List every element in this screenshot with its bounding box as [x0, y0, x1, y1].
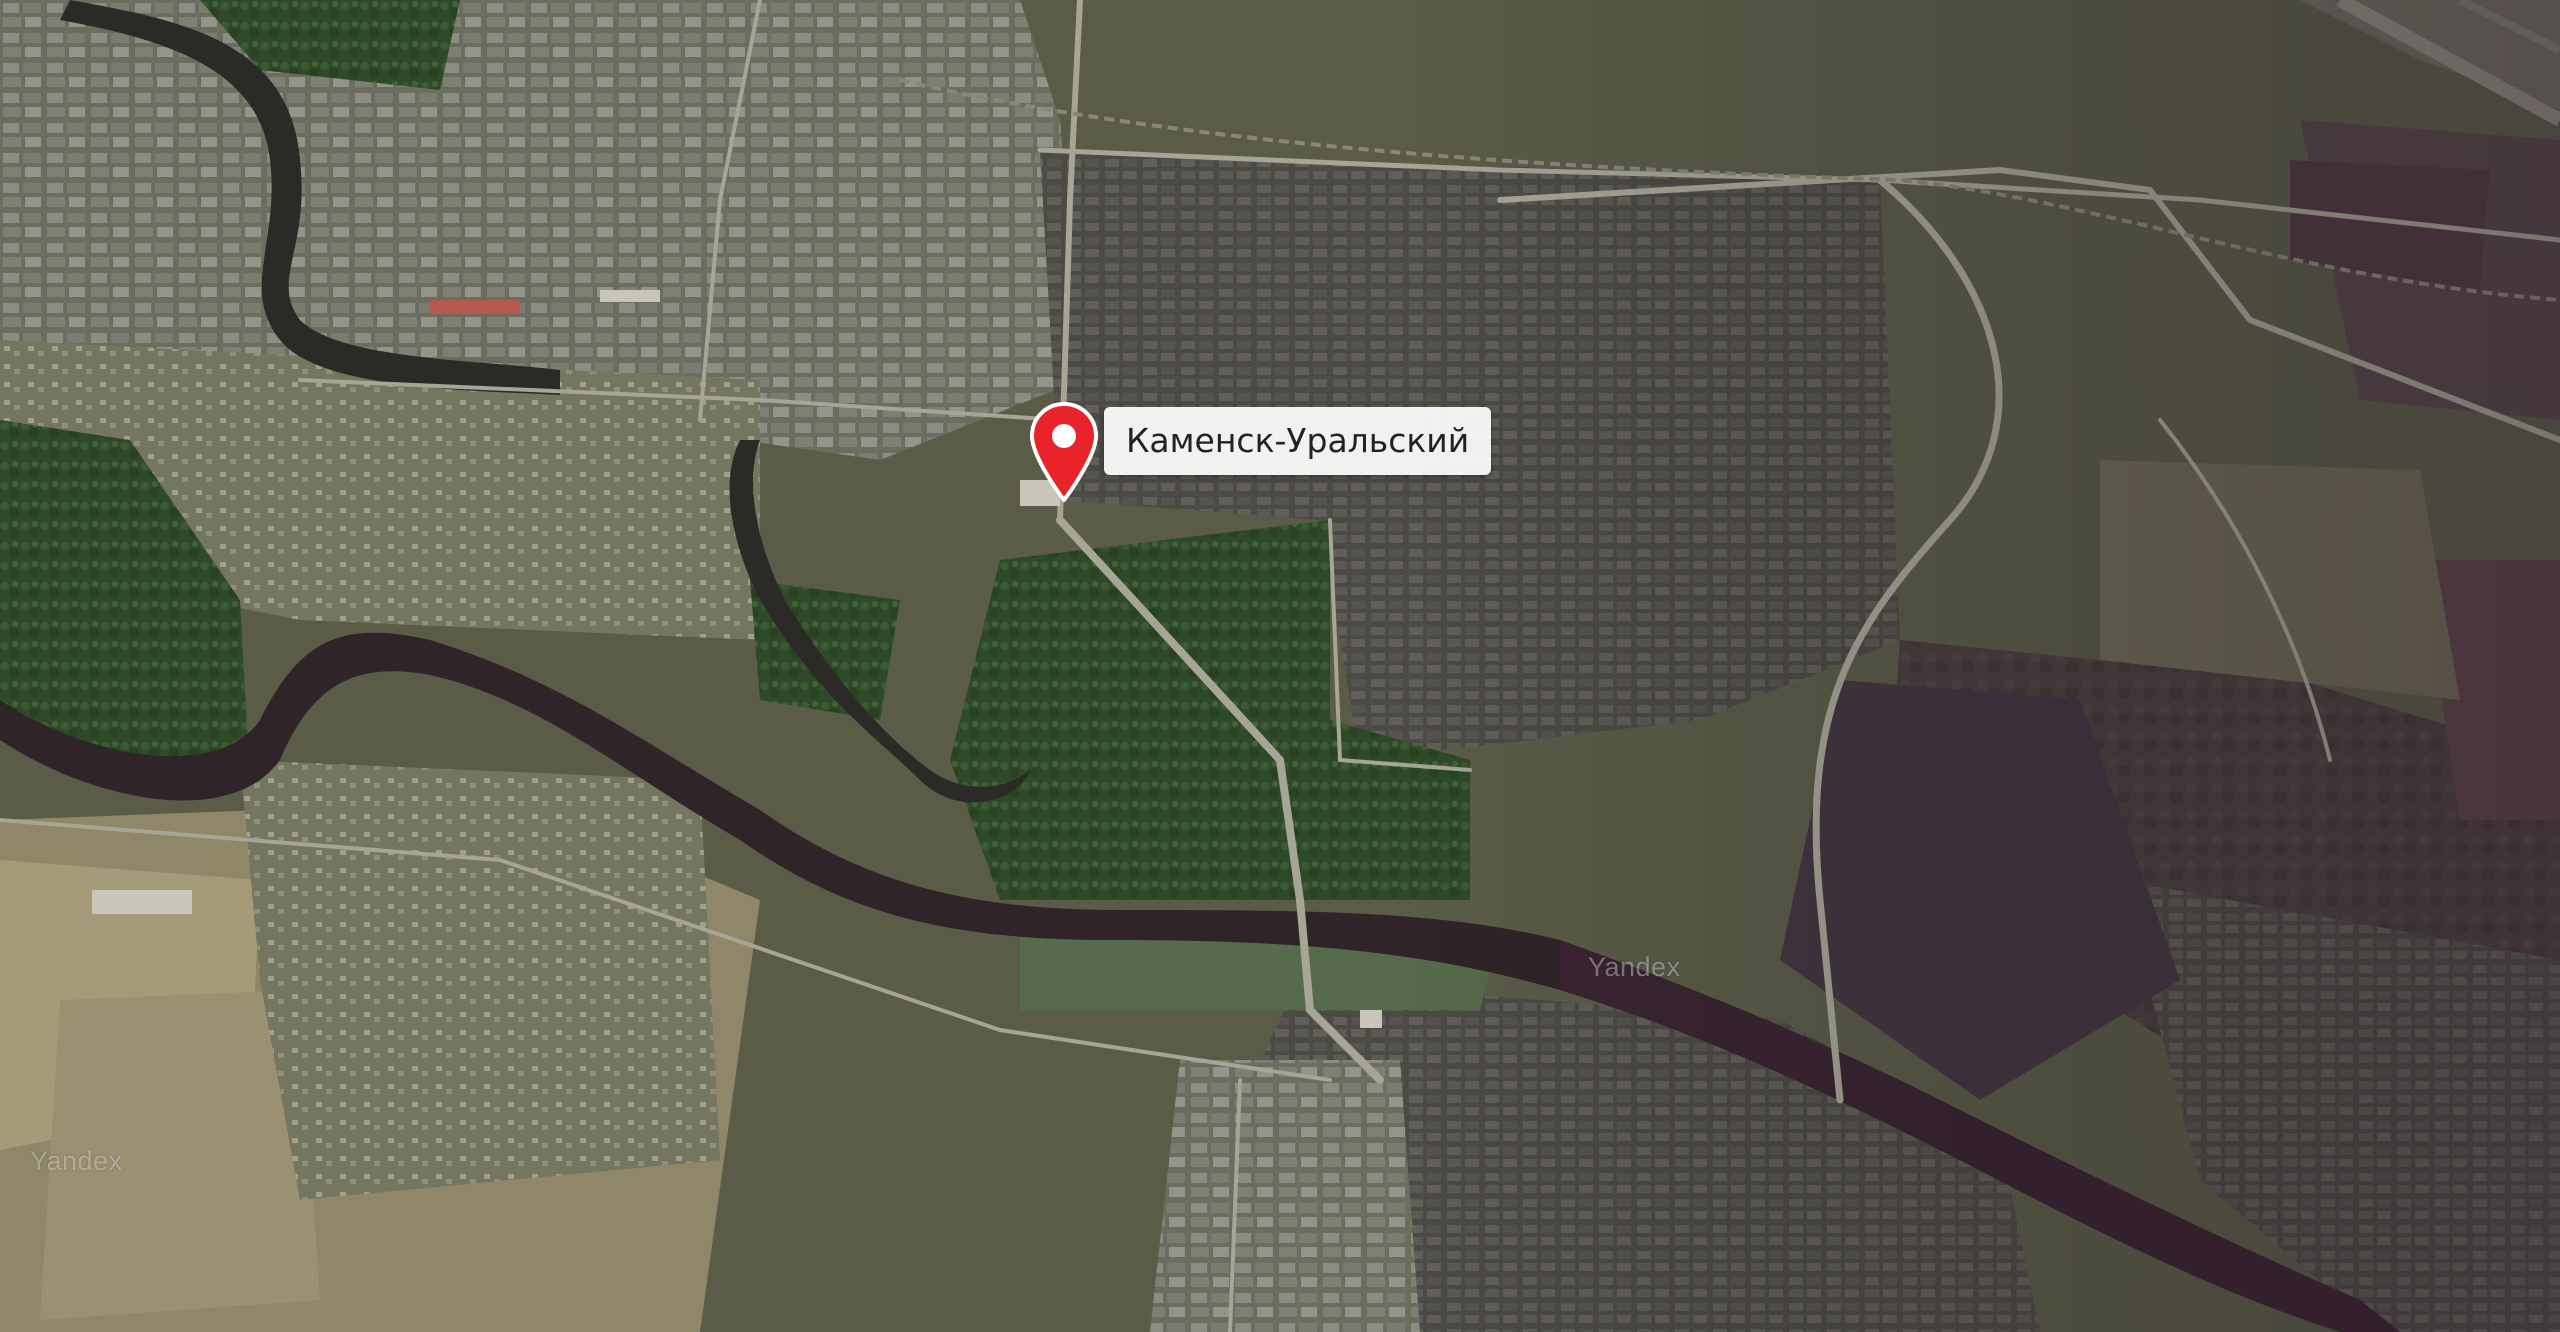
- yandex-watermark: Yandex: [30, 1146, 123, 1176]
- map-pin-icon[interactable]: [1028, 402, 1100, 502]
- place-label-kamensk-uralsky[interactable]: Каменск-Уральский: [1104, 407, 1492, 475]
- yandex-watermark: Yandex: [1588, 952, 1681, 982]
